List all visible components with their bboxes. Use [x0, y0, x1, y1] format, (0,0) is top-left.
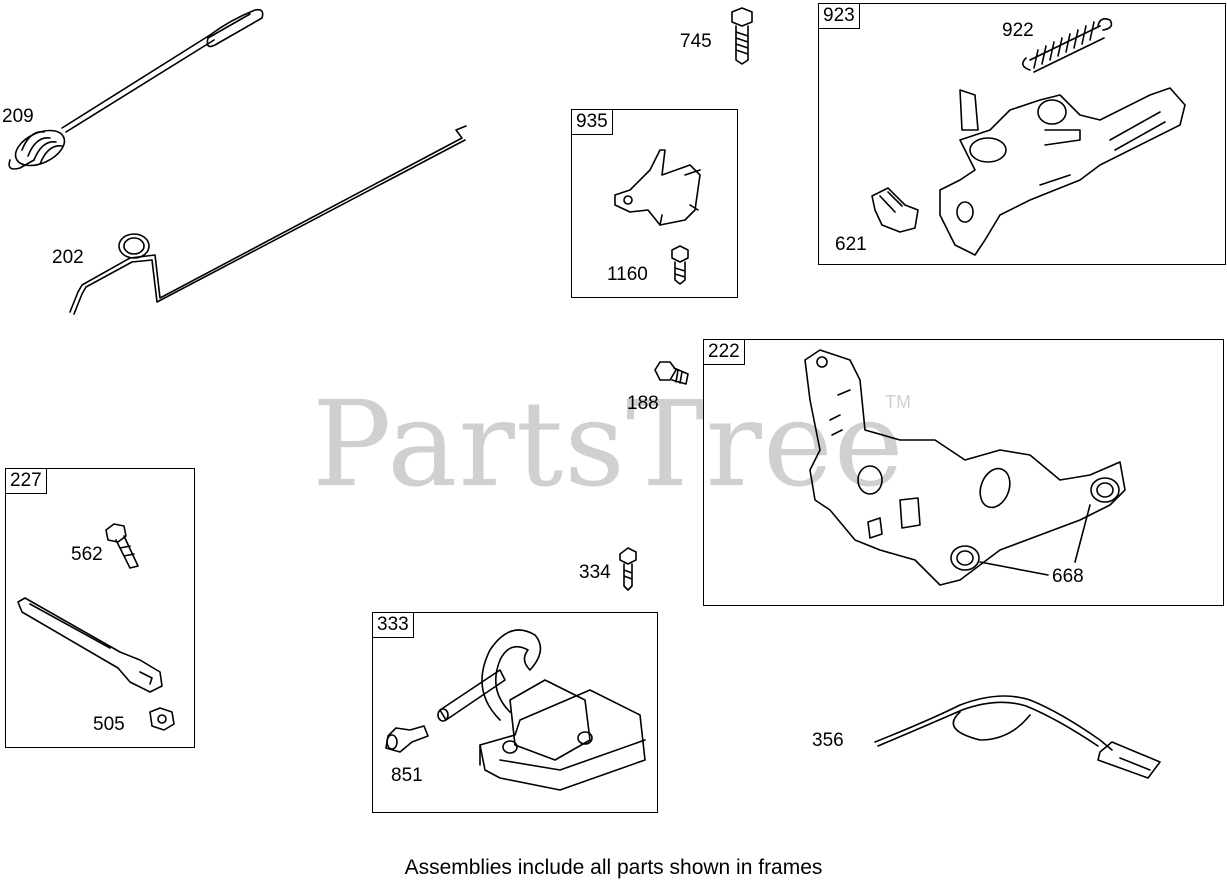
- frame-923-tag: 923: [818, 3, 860, 29]
- label-202: 202: [52, 247, 84, 268]
- part-1160-screw[interactable]: [671, 245, 689, 285]
- part-923-control-assembly[interactable]: [939, 87, 1186, 256]
- part-188-bolt[interactable]: [654, 361, 689, 385]
- diagram-caption: Assemblies include all parts shown in fr…: [404, 856, 823, 879]
- part-333-ignition-coil[interactable]: [437, 629, 646, 791]
- frame-222-tag: 222: [703, 339, 745, 365]
- part-505-lever[interactable]: [17, 597, 163, 693]
- part-935-bracket[interactable]: [614, 149, 701, 226]
- part-851-connector[interactable]: [385, 725, 429, 753]
- label-668: 668: [1052, 566, 1084, 587]
- part-922-spring[interactable]: [1022, 18, 1113, 73]
- frame-227: 227: [5, 468, 195, 748]
- part-505-nut[interactable]: [149, 707, 175, 731]
- label-188: 188: [627, 393, 659, 414]
- label-621: 621: [835, 234, 867, 255]
- label-505: 505: [93, 714, 125, 735]
- trademark-mark: TM: [885, 392, 911, 412]
- frame-935-tag: 935: [571, 109, 613, 135]
- part-562-bolt[interactable]: [105, 523, 139, 569]
- label-922: 922: [1002, 20, 1034, 41]
- part-209-spring-rod[interactable]: [8, 8, 264, 173]
- label-1160: 1160: [607, 264, 648, 285]
- label-209: 209: [2, 106, 34, 127]
- part-202-wire[interactable]: [69, 125, 467, 315]
- frame-935: 935: [571, 109, 738, 298]
- part-745-bolt[interactable]: [731, 7, 753, 65]
- frame-923: 923: [818, 3, 1226, 265]
- label-334: 334: [579, 562, 611, 583]
- part-222-control-bracket[interactable]: [804, 349, 1126, 586]
- label-851: 851: [391, 765, 423, 786]
- frame-333: 333: [372, 612, 658, 813]
- partstree-watermark: PartsTree: [312, 375, 905, 513]
- frame-333-tag: 333: [372, 612, 414, 638]
- part-334-bolt[interactable]: [619, 547, 637, 591]
- label-745: 745: [680, 31, 712, 52]
- label-562: 562: [71, 544, 103, 565]
- part-621-clip[interactable]: [871, 187, 919, 233]
- frame-227-tag: 227: [5, 468, 47, 494]
- part-356-wire-lead[interactable]: [874, 695, 1161, 779]
- frame-222: 222: [703, 339, 1224, 606]
- label-356: 356: [812, 730, 844, 751]
